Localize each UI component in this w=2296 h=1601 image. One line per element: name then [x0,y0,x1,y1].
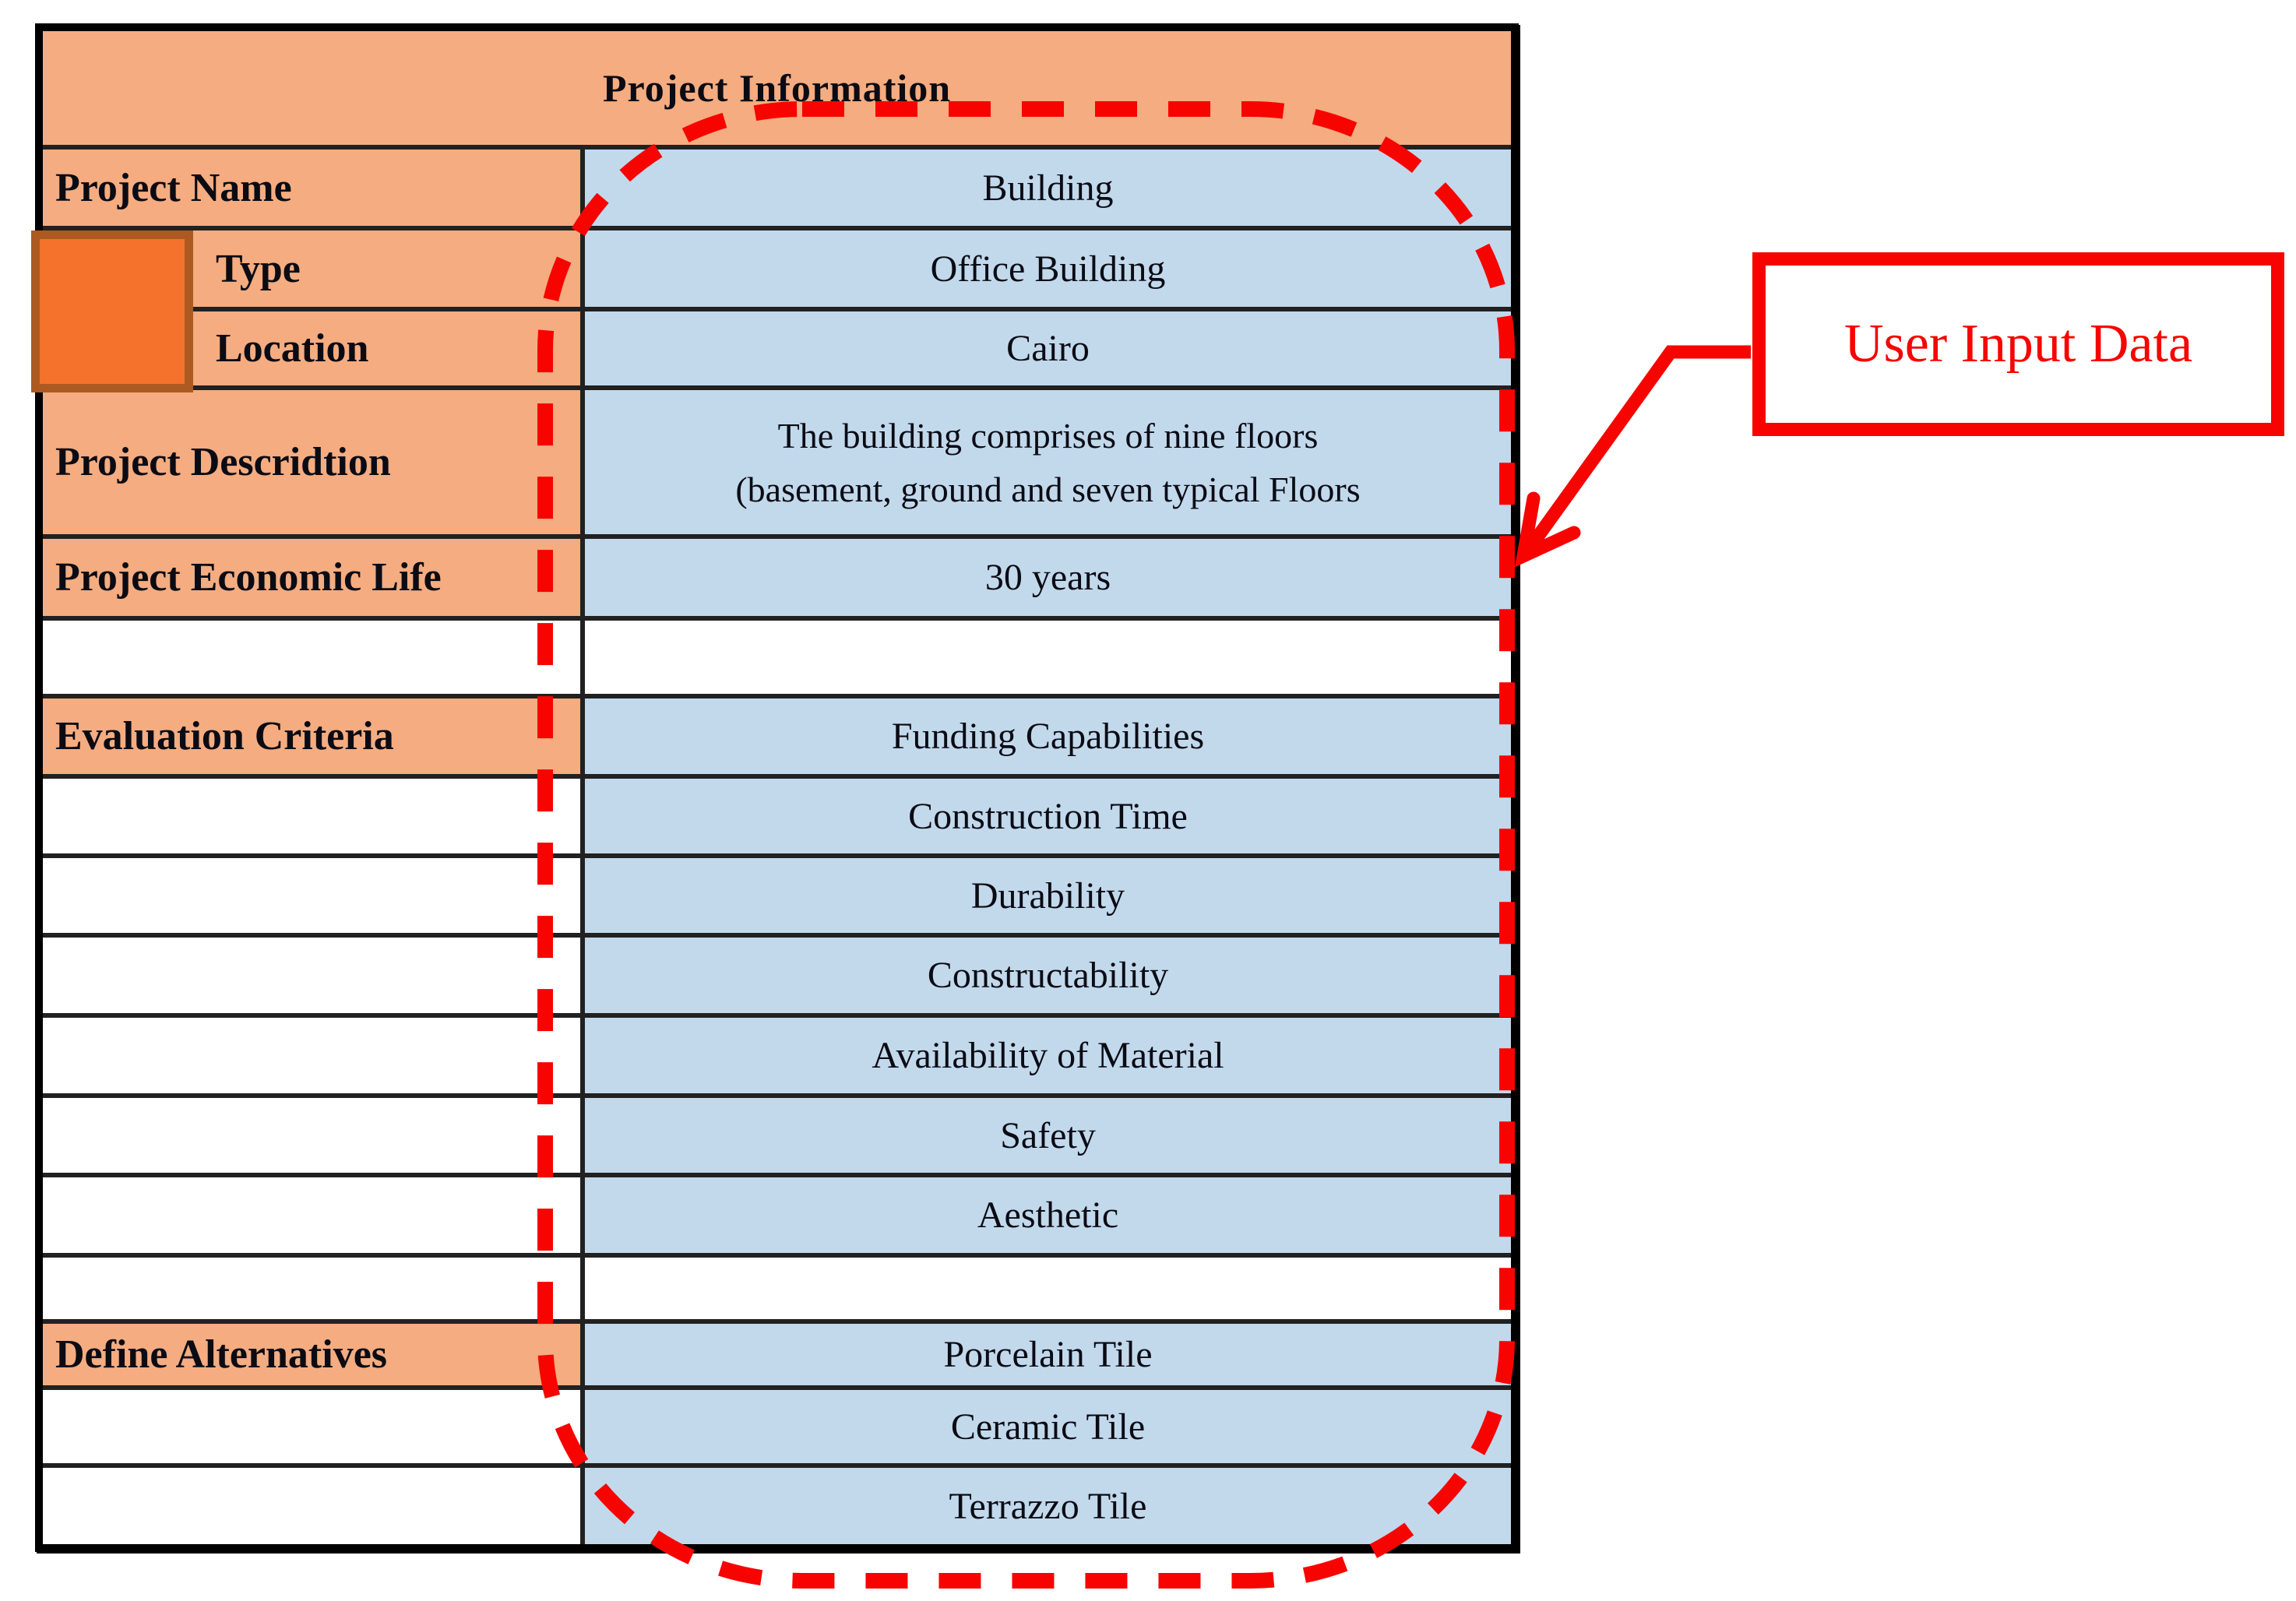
input-cell-criterion-2[interactable]: Construction Time [585,779,1511,853]
project-information-table: Project Information Project Name Buildin… [35,23,1519,1552]
input-cell-project-name[interactable]: Building [585,150,1511,226]
input-cell-criterion-1[interactable]: Funding Capabilities [585,698,1511,774]
callout-box: User Input Data [1752,252,2284,436]
input-cell-type[interactable]: Office Building [585,230,1511,307]
input-cell-location[interactable]: Cairo [585,311,1511,385]
spacer-cell [43,1018,580,1093]
row-label-evaluation-criteria: Evaluation Criteria [43,698,580,774]
callout-arrowhead-icon [1514,491,1581,568]
spacer-cell [43,621,580,694]
input-cell-criterion-5[interactable]: Availability of Material [585,1018,1511,1093]
input-cell-alternative-1[interactable]: Porcelain Tile [585,1324,1511,1385]
spacer-cell [43,1177,580,1253]
row-label-project-description: Project Descridtion [43,390,580,534]
table-title: Project Information [43,31,1511,145]
spacer-cell [43,779,580,853]
input-cell-economic-life[interactable]: 30 years [585,539,1511,616]
spacer-cell [43,1390,580,1463]
spacer-cell [585,1258,1511,1319]
input-cell-criterion-7[interactable]: Aesthetic [585,1177,1511,1253]
description-line-1: The building comprises of nine floors [777,415,1319,456]
spacer-cell [43,858,580,933]
input-cell-criterion-6[interactable]: Safety [585,1098,1511,1173]
spacer-cell [585,621,1511,694]
input-cell-criterion-4[interactable]: Constructability [585,938,1511,1013]
input-cell-criterion-3[interactable]: Durability [585,858,1511,933]
row-label-project-name: Project Name [43,150,580,226]
callout-label: User Input Data [1843,314,2193,374]
input-cell-project-description[interactable]: The building comprises of nine floors (b… [585,390,1511,534]
spacer-cell [43,938,580,1013]
row-label-define-alternatives: Define Alternatives [43,1324,580,1385]
spacer-cell [43,1258,580,1319]
input-cell-alternative-2[interactable]: Ceramic Tile [585,1390,1511,1463]
input-cell-alternative-3[interactable]: Terrazzo Tile [585,1468,1511,1544]
spacer-cell [43,1098,580,1173]
description-line-2: (basement, ground and seven typical Floo… [735,469,1361,509]
row-label-economic-life: Project Economic Life [43,539,580,616]
orange-highlight-square [31,230,193,392]
spacer-cell [43,1468,580,1544]
callout-arrow-line [1520,345,1751,558]
